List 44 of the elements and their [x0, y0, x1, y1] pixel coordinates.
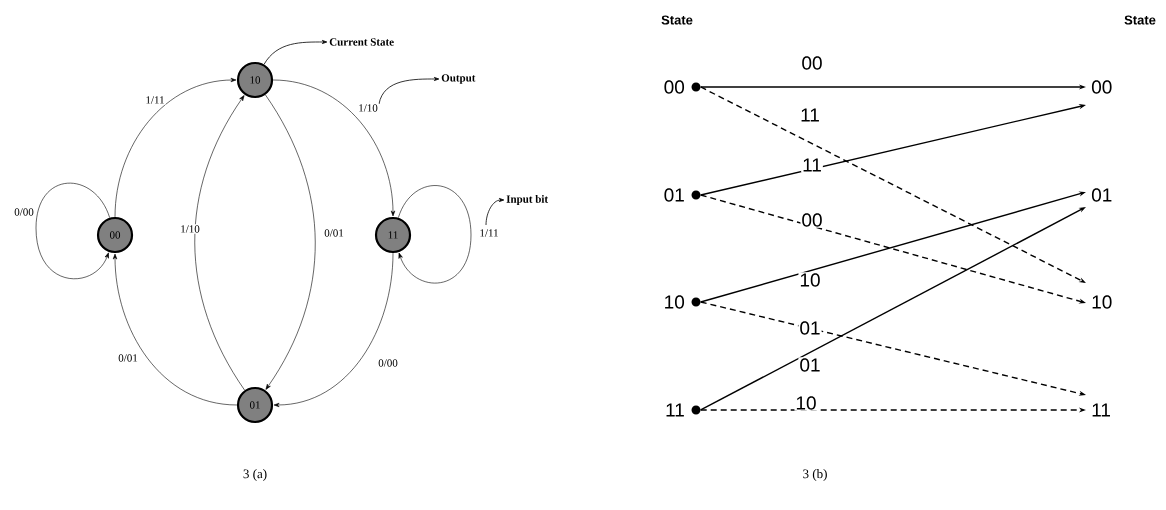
edge-label: 1/11 [478, 228, 500, 238]
state-label: 00 [1091, 80, 1112, 94]
transition-arrow [265, 94, 316, 390]
transition-arrow [194, 95, 245, 391]
edge-label: 1/10 [357, 103, 379, 113]
leader-line [485, 198, 505, 226]
node-label: 01 [664, 188, 684, 202]
callout-text: Input bit [506, 195, 549, 205]
transition-arrow [272, 79, 396, 217]
column-header: State [661, 15, 693, 25]
edge-label: 11 [801, 157, 823, 173]
leader-line [378, 76, 440, 105]
edge-label: 11 [799, 107, 821, 123]
transition-arrow [700, 86, 1086, 283]
edge-label: 0/00 [377, 358, 399, 368]
edge-label: 1/10 [179, 224, 201, 234]
transition-arrow [700, 207, 1086, 411]
node-label: 11 [666, 403, 684, 417]
edge-label: 01 [798, 357, 822, 373]
edge-label: 0/00 [13, 207, 35, 217]
node-label: 00 [664, 80, 685, 94]
transition-arrow [35, 182, 110, 280]
figure-caption: 3 (a) [243, 469, 267, 481]
node-label: 10 [665, 295, 685, 309]
edge-label: 0/01 [117, 353, 139, 363]
callout-text: Output [441, 74, 476, 84]
edge-label: 10 [798, 272, 822, 288]
transition-arrow [398, 185, 472, 284]
callout-text: Current State [329, 38, 394, 46]
state-label: 11 [1092, 403, 1110, 417]
edge-label: 00 [800, 212, 824, 228]
edge-label: 10 [794, 395, 818, 411]
state-label: 01 [1091, 188, 1112, 202]
column-header: State [1124, 15, 1156, 25]
state-label: 10 [1092, 295, 1112, 309]
transition-arrow [112, 253, 238, 406]
leader-line [263, 40, 328, 65]
edge-label: 1/11 [144, 95, 166, 105]
edge-label: 0/01 [323, 228, 345, 238]
transition-arrow [273, 252, 394, 408]
transition-arrow [114, 77, 237, 218]
edge-label: 01 [798, 320, 822, 336]
figure-caption: 3 (b) [803, 469, 827, 481]
edge-label: 00 [800, 55, 824, 71]
